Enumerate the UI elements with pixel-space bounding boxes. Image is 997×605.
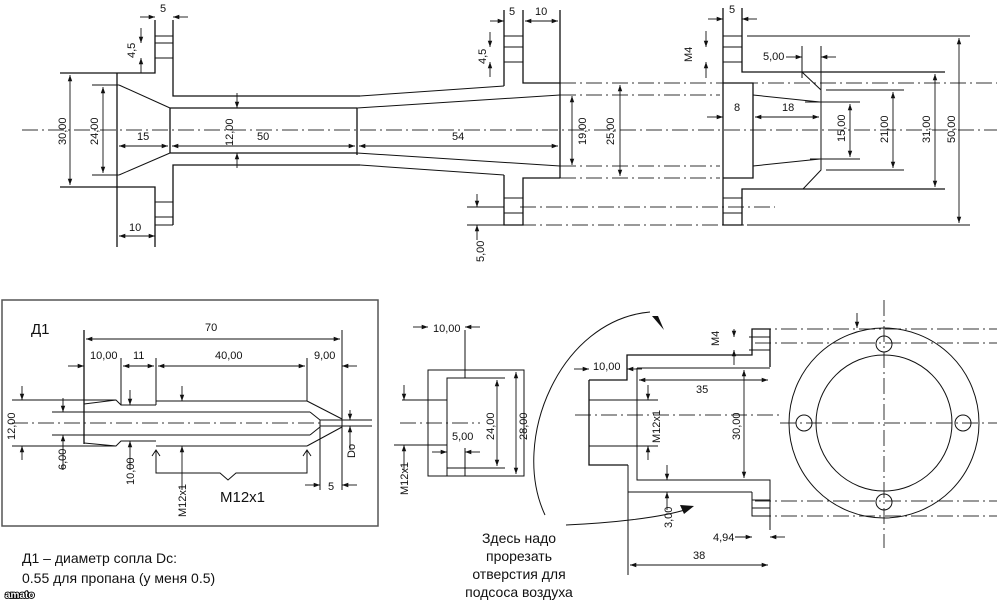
dim-throat-dia: 12,00 — [224, 118, 236, 146]
mixer-note-line-4: подсоса воздуха — [465, 584, 573, 600]
dim-holder-inner: 24,00 — [485, 412, 497, 440]
nozzle-title: Д1 — [31, 321, 50, 338]
top-view-dimensions: 5 4,5 30,00 24,00 15 12,00 50 10 54 5 10 — [57, 3, 962, 262]
dim-flange-mid-thk: 5 — [509, 6, 515, 18]
dim-bolt-right: M4 — [683, 47, 695, 62]
dim-seg1: 10,00 — [90, 350, 118, 362]
top-view-section: 5 4,5 30,00 24,00 15 12,00 50 10 54 5 10 — [22, 3, 997, 262]
callout-arrow-upper — [533, 311, 651, 516]
dim-mixer-length-in: 35 — [696, 384, 708, 396]
dim-mixer-step: 10,00 — [593, 361, 621, 373]
dim-mixer-wall: 3,00 — [663, 507, 675, 528]
bolt-hole-bottom — [875, 493, 893, 511]
bolt-hole-left — [795, 414, 813, 432]
dim-seg3: 40,00 — [215, 350, 243, 362]
inlet-cone — [92, 84, 358, 176]
dim-cone-len: 15 — [137, 131, 149, 143]
diffuser — [356, 85, 561, 176]
dim-flange-left-thk: 5 — [160, 3, 166, 15]
dim-nozzle-a: 8 — [734, 102, 740, 114]
right-flange — [722, 8, 970, 226]
dim-seg4: 9,00 — [314, 350, 335, 362]
arrow-head-lower — [680, 505, 694, 514]
watermark: amato — [5, 590, 34, 601]
dim-exit-inner: 19,00 — [577, 117, 589, 145]
dim-flange-inner: 31,00 — [921, 115, 933, 143]
dim-holder-outer: 28,00 — [518, 412, 530, 440]
dim-nozzle-b: 18 — [782, 102, 794, 114]
dim-seg2: 11 — [133, 350, 144, 362]
dim-throat-len: 50 — [257, 131, 269, 143]
bolt-hole-right — [954, 414, 972, 432]
dim-nozzle-mid: 21,00 — [879, 115, 891, 143]
dim-bolt-mid: 4,5 — [477, 49, 489, 64]
dim-chamfer: 5,00 — [763, 51, 784, 63]
bolt-hole-top — [875, 335, 893, 353]
dim-mixer-height: 30,00 — [731, 412, 743, 440]
dim-holder-step: 5,00 — [452, 431, 473, 443]
dim-mixer-flange: 4,94 — [713, 532, 734, 544]
dim-mixer-thread: M12x1 — [651, 410, 663, 443]
flange-inner-circle — [815, 354, 953, 492]
dim-flange-right-thk: 5 — [729, 4, 735, 16]
dim-mixer-length-out: 38 — [693, 550, 705, 562]
dim-total: 70 — [205, 322, 217, 334]
dim-holder-thread: M12x1 — [399, 462, 411, 495]
dim-flange-left-w: 10 — [129, 222, 141, 234]
dim-outer-left: 30,00 — [57, 117, 69, 145]
dim-diffuser-len: 54 — [452, 131, 464, 143]
dim-bore-dia: 6,00 — [57, 449, 69, 470]
dim-tip: 5 — [328, 481, 334, 493]
dim-outer-dia: 12,00 — [6, 412, 18, 440]
nozzle-d1-section: Д1 70 10,00 11 40,00 9,00 — [1, 299, 379, 527]
flange-front-view — [780, 300, 997, 548]
callout-arrow-lower — [565, 508, 689, 526]
nozzle-note: Д1 – диаметр сопла Dc: 0.55 для пропана … — [4, 550, 215, 602]
flange-outer-circle — [788, 327, 980, 519]
dim-flange-offset: 5,00 — [475, 241, 487, 262]
dim-nozzle-inner: 15,00 — [836, 114, 848, 142]
thread-label: M12x1 — [220, 489, 265, 506]
dim-exit-outer: 25,00 — [605, 117, 617, 145]
dim-flange-outer: 50,00 — [946, 115, 958, 143]
left-flange — [60, 20, 360, 247]
mixer-note-line-1: Здесь надо — [482, 530, 556, 546]
dim-bolt-left: 4,5 — [126, 43, 138, 58]
mixer-note: Здесь надо прорезать отверстия для подсо… — [465, 530, 573, 600]
mixer-note-line-3: отверстия для — [472, 566, 565, 582]
note-line-1: Д1 – диаметр сопла Dc: — [22, 550, 177, 566]
dim-inner-left: 24,00 — [89, 117, 101, 145]
mid-flange — [503, 10, 561, 226]
dim-thread: M12x1 — [177, 484, 189, 517]
arrow-head-upper — [652, 316, 664, 330]
nozzle-frame — [1, 299, 379, 527]
dim-neck-dia: 10,00 — [125, 457, 137, 485]
dim-mixer-bolt: M4 — [710, 331, 722, 346]
mixer-note-line-2: прорезать — [486, 548, 552, 564]
dim-orifice: Do — [346, 444, 358, 458]
note-line-2: 0.55 для пропана (у меня 0.5) — [22, 570, 215, 586]
dim-flange-mid-gap: 10 — [535, 6, 547, 18]
mixer-section: 10,00 M4 35 M12x1 30,00 3,00 4,94 38 — [533, 311, 997, 575]
dim-holder-width: 10,00 — [433, 323, 461, 335]
holder-section: 10,00 24,00 28,00 5,00 M12x1 — [394, 323, 530, 495]
